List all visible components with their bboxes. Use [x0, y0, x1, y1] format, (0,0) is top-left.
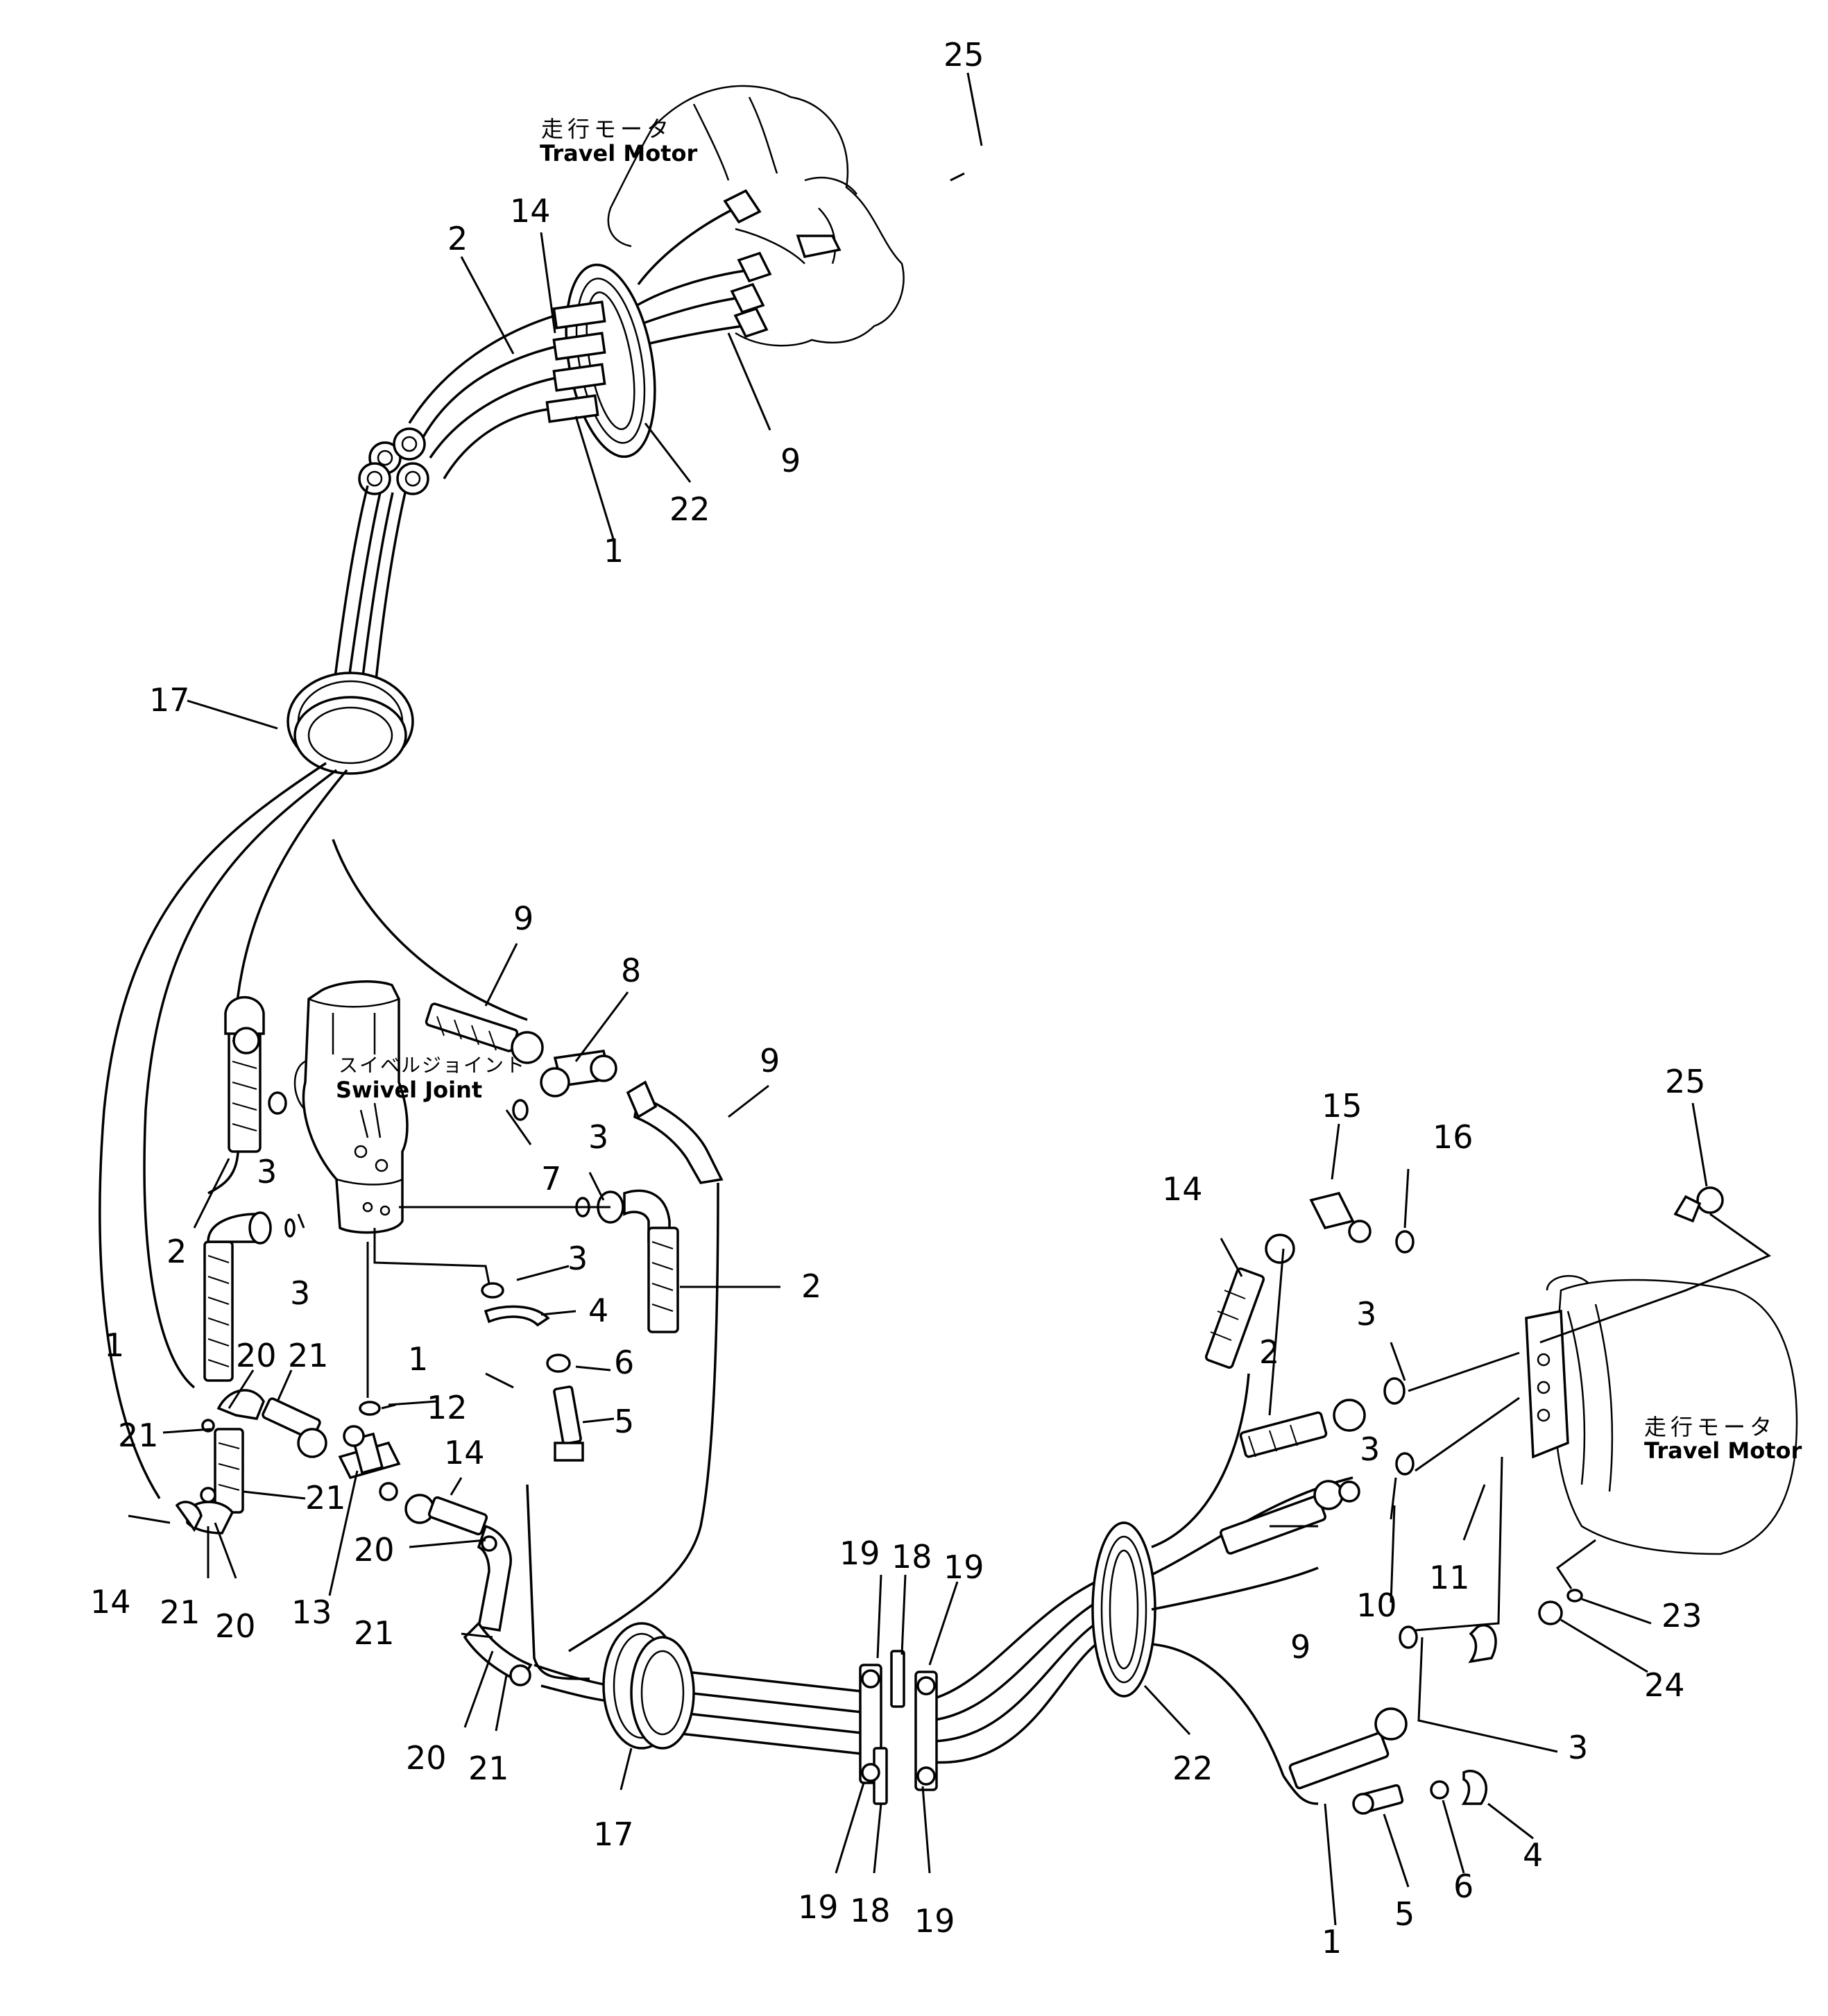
callout-12: 12: [427, 1389, 468, 1426]
callout-15: 15: [1322, 1087, 1363, 1125]
callout-9-swivel: 9: [513, 900, 533, 937]
callout-21-a: 21: [288, 1337, 329, 1374]
travel-motor-top-label-en: Travel Motor: [540, 140, 697, 166]
fitting-13: [338, 1401, 401, 1501]
callout-24: 24: [1644, 1666, 1685, 1704]
callout-5-right: 5: [1394, 1895, 1415, 1933]
callout-20-b: 20: [215, 1607, 256, 1645]
callout-1-left: 1: [104, 1326, 124, 1364]
callout-22-lower: 22: [1172, 1750, 1213, 1787]
callout-11: 11: [1429, 1559, 1470, 1596]
grommet-22-top: [565, 263, 656, 459]
callout-1-right: 1: [1322, 1923, 1342, 1961]
callout-17-lower: 17: [593, 1816, 634, 1853]
callout-3-left-upper: 3: [257, 1153, 277, 1190]
swivel-top-fittings: [425, 1002, 724, 1652]
callout-4-swivel: 4: [588, 1292, 608, 1329]
callout-14-top: 14: [510, 192, 551, 230]
center-hose-elbows: [404, 1494, 533, 1686]
callout-1-swivel: 1: [408, 1340, 428, 1378]
callout-numbers: 25 14 2 9 22 1 17 9 8 9 3 2 3 7 3 2 3 4 …: [90, 36, 1706, 1961]
callout-21-e: 21: [354, 1614, 395, 1652]
travel-motor-top: [607, 85, 905, 347]
callout-20-d: 20: [406, 1739, 447, 1777]
leader-lines: [128, 72, 1772, 1926]
callout-22-top: 22: [669, 490, 710, 528]
callout-10: 10: [1356, 1587, 1397, 1624]
callout-8: 8: [621, 952, 641, 989]
callout-21-d: 21: [160, 1594, 200, 1631]
clamp-18-19: [859, 1650, 938, 1805]
callout-21-b: 21: [118, 1417, 159, 1454]
callout-3-a: 3: [588, 1118, 608, 1156]
callout-14-center: 14: [444, 1434, 485, 1471]
callout-21-f: 21: [468, 1750, 509, 1787]
left-lower-elbows: [175, 1389, 327, 1535]
callout-18-top: 18: [891, 1538, 932, 1575]
callout-2-right: 2: [801, 1267, 821, 1305]
travel-motor-top-label-jp: 走行モータ: [541, 116, 673, 142]
callout-9-right: 9: [760, 1042, 780, 1079]
callout-2-top: 2: [447, 220, 468, 257]
component-labels: 走行モータ Travel Motor スイベルジョイント Swivel Join…: [336, 116, 1802, 1464]
grommet-17-upper: [287, 672, 414, 775]
callout-20-c: 20: [354, 1531, 395, 1569]
callout-19-c: 19: [798, 1888, 839, 1926]
callout-2-right-b: 2: [1259, 1333, 1279, 1371]
callout-3-b: 3: [567, 1240, 588, 1277]
swivel-joint-label-en: Swivel Joint: [336, 1077, 482, 1103]
callout-5-swivel: 5: [614, 1403, 634, 1440]
callout-7: 7: [541, 1160, 561, 1197]
travel-motor-right-label-en: Travel Motor: [1644, 1437, 1802, 1464]
callout-16: 16: [1433, 1118, 1473, 1156]
swivel-left-fittings: [203, 996, 296, 1382]
callout-19-a: 19: [839, 1535, 880, 1572]
hoses-upper-run: [332, 300, 606, 694]
callout-21-c: 21: [305, 1479, 346, 1517]
callout-1-top: 1: [604, 532, 624, 570]
grommet-22-lower: [1091, 1373, 1353, 1777]
callout-25-right: 25: [1665, 1063, 1706, 1100]
callout-3-left-lower: 3: [290, 1274, 310, 1312]
callout-3-right-b: 3: [1360, 1430, 1380, 1468]
callout-19-d: 19: [914, 1902, 955, 1940]
callout-13: 13: [291, 1594, 332, 1631]
callout-14-left: 14: [90, 1583, 131, 1621]
swivel-joint-label-jp: スイベルジョイント: [339, 1054, 526, 1077]
callout-2-left: 2: [166, 1233, 187, 1270]
callout-19-b: 19: [943, 1548, 984, 1586]
callout-3-right-c: 3: [1568, 1729, 1588, 1766]
callout-6-swivel: 6: [614, 1344, 634, 1381]
travel-motor-right: [1525, 1186, 1798, 1625]
callout-20-a: 20: [236, 1337, 277, 1374]
swivel-right-fittings: [481, 1189, 679, 1462]
callout-4-right: 4: [1523, 1836, 1543, 1874]
swivel-joint: [293, 980, 409, 1234]
callout-25-top: 25: [943, 36, 984, 74]
callout-3-right-a: 3: [1356, 1295, 1376, 1333]
callout-17-upper: 17: [149, 681, 190, 719]
callout-14-right: 14: [1162, 1170, 1203, 1208]
grommet-17-lower: [602, 1622, 695, 1750]
callout-18-bottom: 18: [850, 1892, 891, 1929]
callout-23: 23: [1662, 1597, 1702, 1634]
callout-9-top: 9: [780, 442, 801, 479]
callout-6-right: 6: [1453, 1868, 1473, 1905]
travel-motor-right-label-jp: 走行モータ: [1644, 1414, 1776, 1440]
callout-9-lower: 9: [1290, 1628, 1310, 1666]
right-side-fittings: [1204, 1191, 1497, 1815]
